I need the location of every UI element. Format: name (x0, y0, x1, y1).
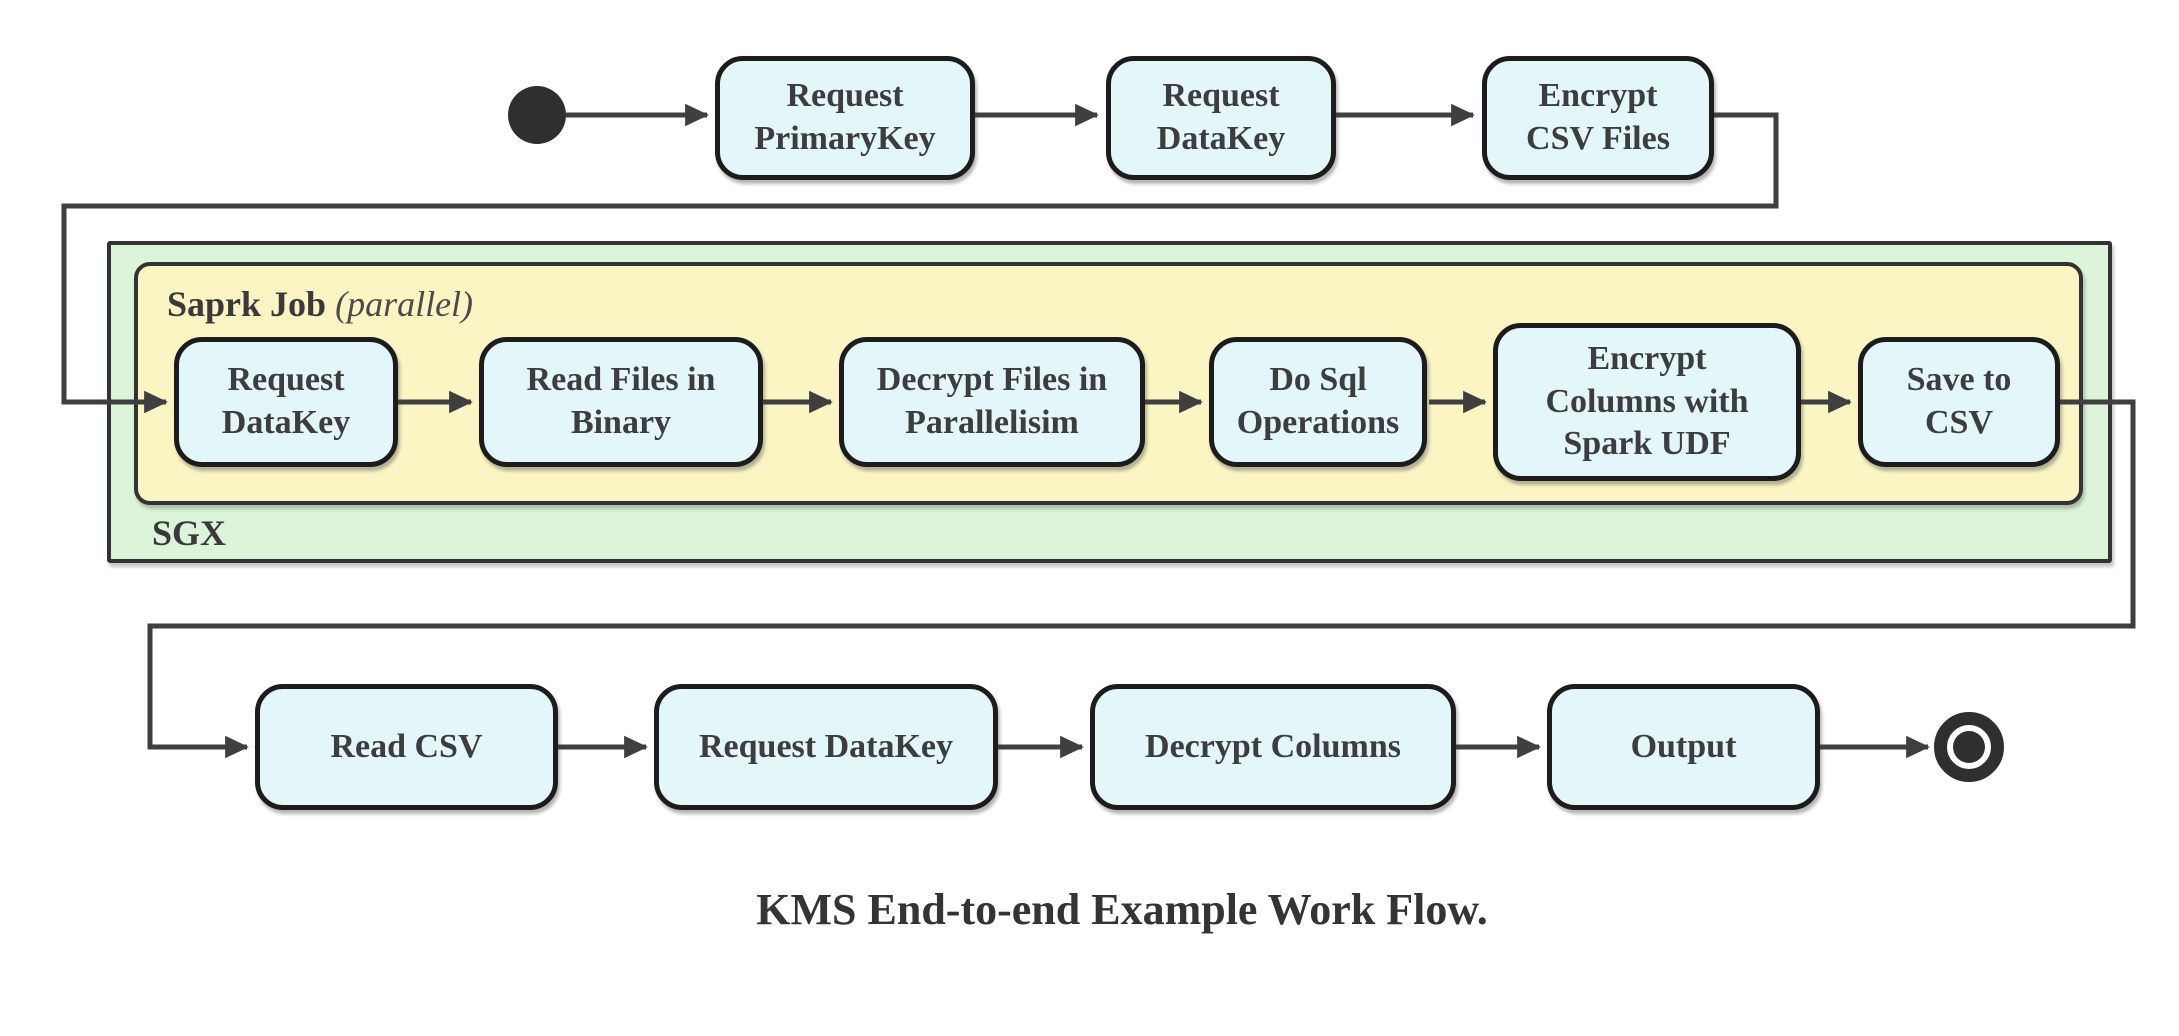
node-save-to-csv: Save to CSV (1858, 337, 2060, 467)
spark-job-label-text: Saprk Job (167, 284, 327, 324)
node-do-sql-operations: Do Sql Operations (1209, 337, 1427, 467)
node-decrypt-files-in-parallelisim: Decrypt Files in Parallelisim (839, 337, 1145, 467)
node-sgx-request-datakey: Request DataKey (174, 337, 398, 467)
spark-job-label: Saprk Job (parallel) (167, 283, 473, 325)
node-request-primarykey: Request PrimaryKey (715, 56, 975, 180)
spark-job-label-qualifier: (parallel) (335, 284, 474, 324)
initial-node-icon (508, 86, 566, 144)
sgx-label: SGX (152, 513, 227, 553)
node-request-datakey-bottom: Request DataKey (654, 684, 998, 810)
node-read-csv: Read CSV (255, 684, 558, 810)
node-request-datakey-top: Request DataKey (1106, 56, 1336, 180)
node-encrypt-columns-with-spark-udf: Encrypt Columns with Spark UDF (1493, 323, 1801, 481)
node-output: Output (1547, 684, 1820, 810)
diagram-caption: KMS End-to-end Example Work Flow. (756, 885, 1488, 934)
node-decrypt-columns: Decrypt Columns (1090, 684, 1456, 810)
final-node-icon (1934, 712, 2004, 782)
node-encrypt-csv-files: Encrypt CSV Files (1482, 56, 1714, 180)
node-read-files-in-binary: Read Files in Binary (479, 337, 763, 467)
